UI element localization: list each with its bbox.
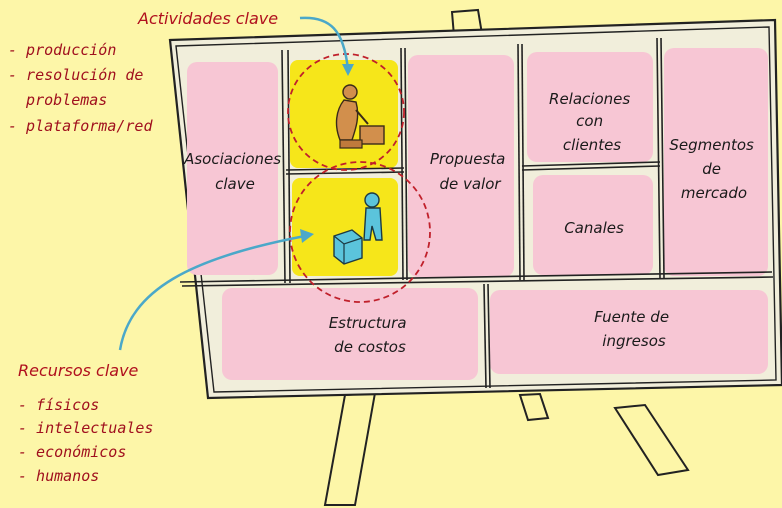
cell-asociaciones-clave bbox=[187, 62, 278, 275]
actividades-item: - resolución de bbox=[8, 66, 143, 84]
recursos-item: - intelectuales bbox=[18, 419, 153, 437]
actividades-clave-title: Actividades clave bbox=[137, 9, 278, 28]
recursos-item: - económicos bbox=[18, 443, 126, 461]
actividades-item: - plataforma/red bbox=[8, 117, 153, 135]
actividades-clave-list: - producción - resolución de problemas -… bbox=[8, 41, 153, 135]
recursos-item: - físicos bbox=[18, 396, 99, 414]
canvas-cells bbox=[187, 48, 768, 380]
actividades-item: problemas bbox=[8, 91, 107, 109]
actividades-item: - producción bbox=[8, 41, 116, 59]
recursos-clave-list: - físicos - intelectuales - económicos -… bbox=[18, 396, 153, 485]
cell-estructura-costos bbox=[222, 288, 478, 380]
recursos-item: - humanos bbox=[18, 467, 99, 485]
canales-label: Canales bbox=[564, 219, 624, 237]
recursos-clave-title: Recursos clave bbox=[18, 361, 139, 380]
